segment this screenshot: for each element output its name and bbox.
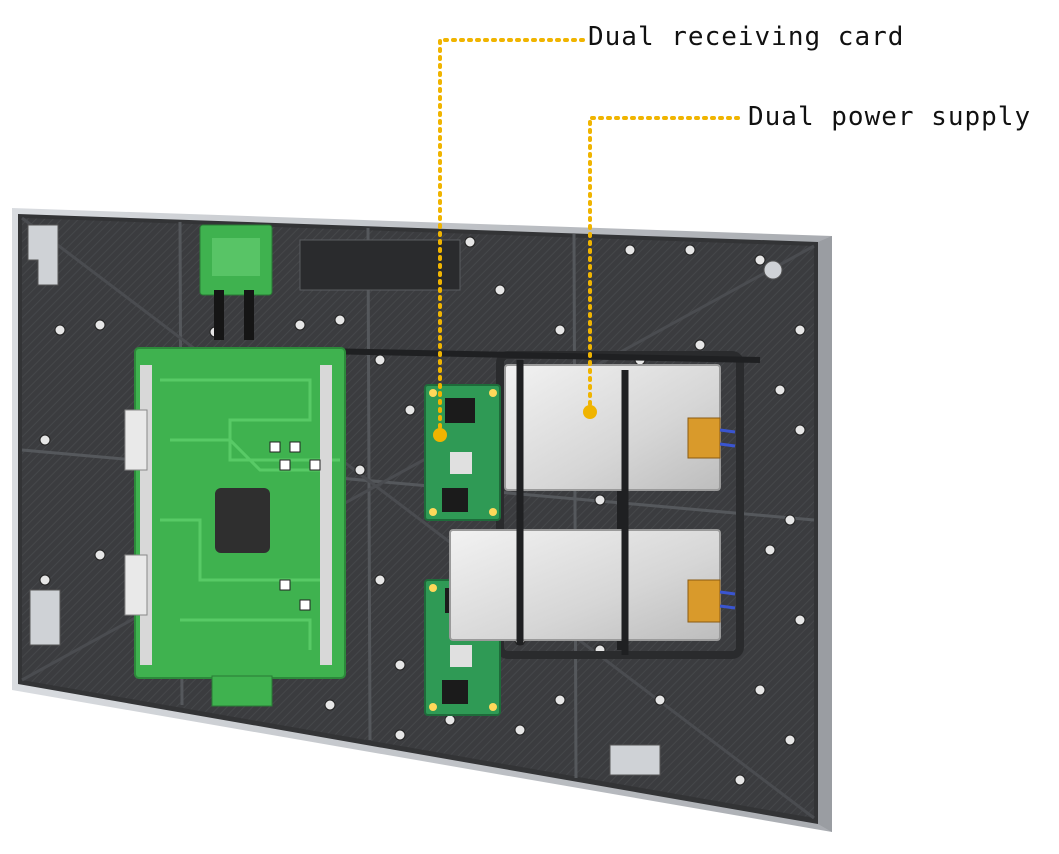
power-supply-top (504, 364, 736, 491)
callout-line-receiving (438, 38, 588, 437)
top-connector-board (199, 224, 273, 340)
psu-mount-bracket (516, 360, 629, 655)
power-supply-bottom (449, 529, 736, 641)
callout-dot-icon (433, 428, 447, 442)
bottom-connector-board (211, 675, 273, 707)
callout-label-receiving-card: Dual receiving card (588, 22, 905, 52)
receiving-card-top (424, 384, 501, 521)
hub-board (124, 347, 346, 679)
callout-line-power (588, 116, 746, 414)
callout-label-power-supply: Dual power supply (748, 102, 1032, 132)
callout-dot-icon (583, 405, 597, 419)
